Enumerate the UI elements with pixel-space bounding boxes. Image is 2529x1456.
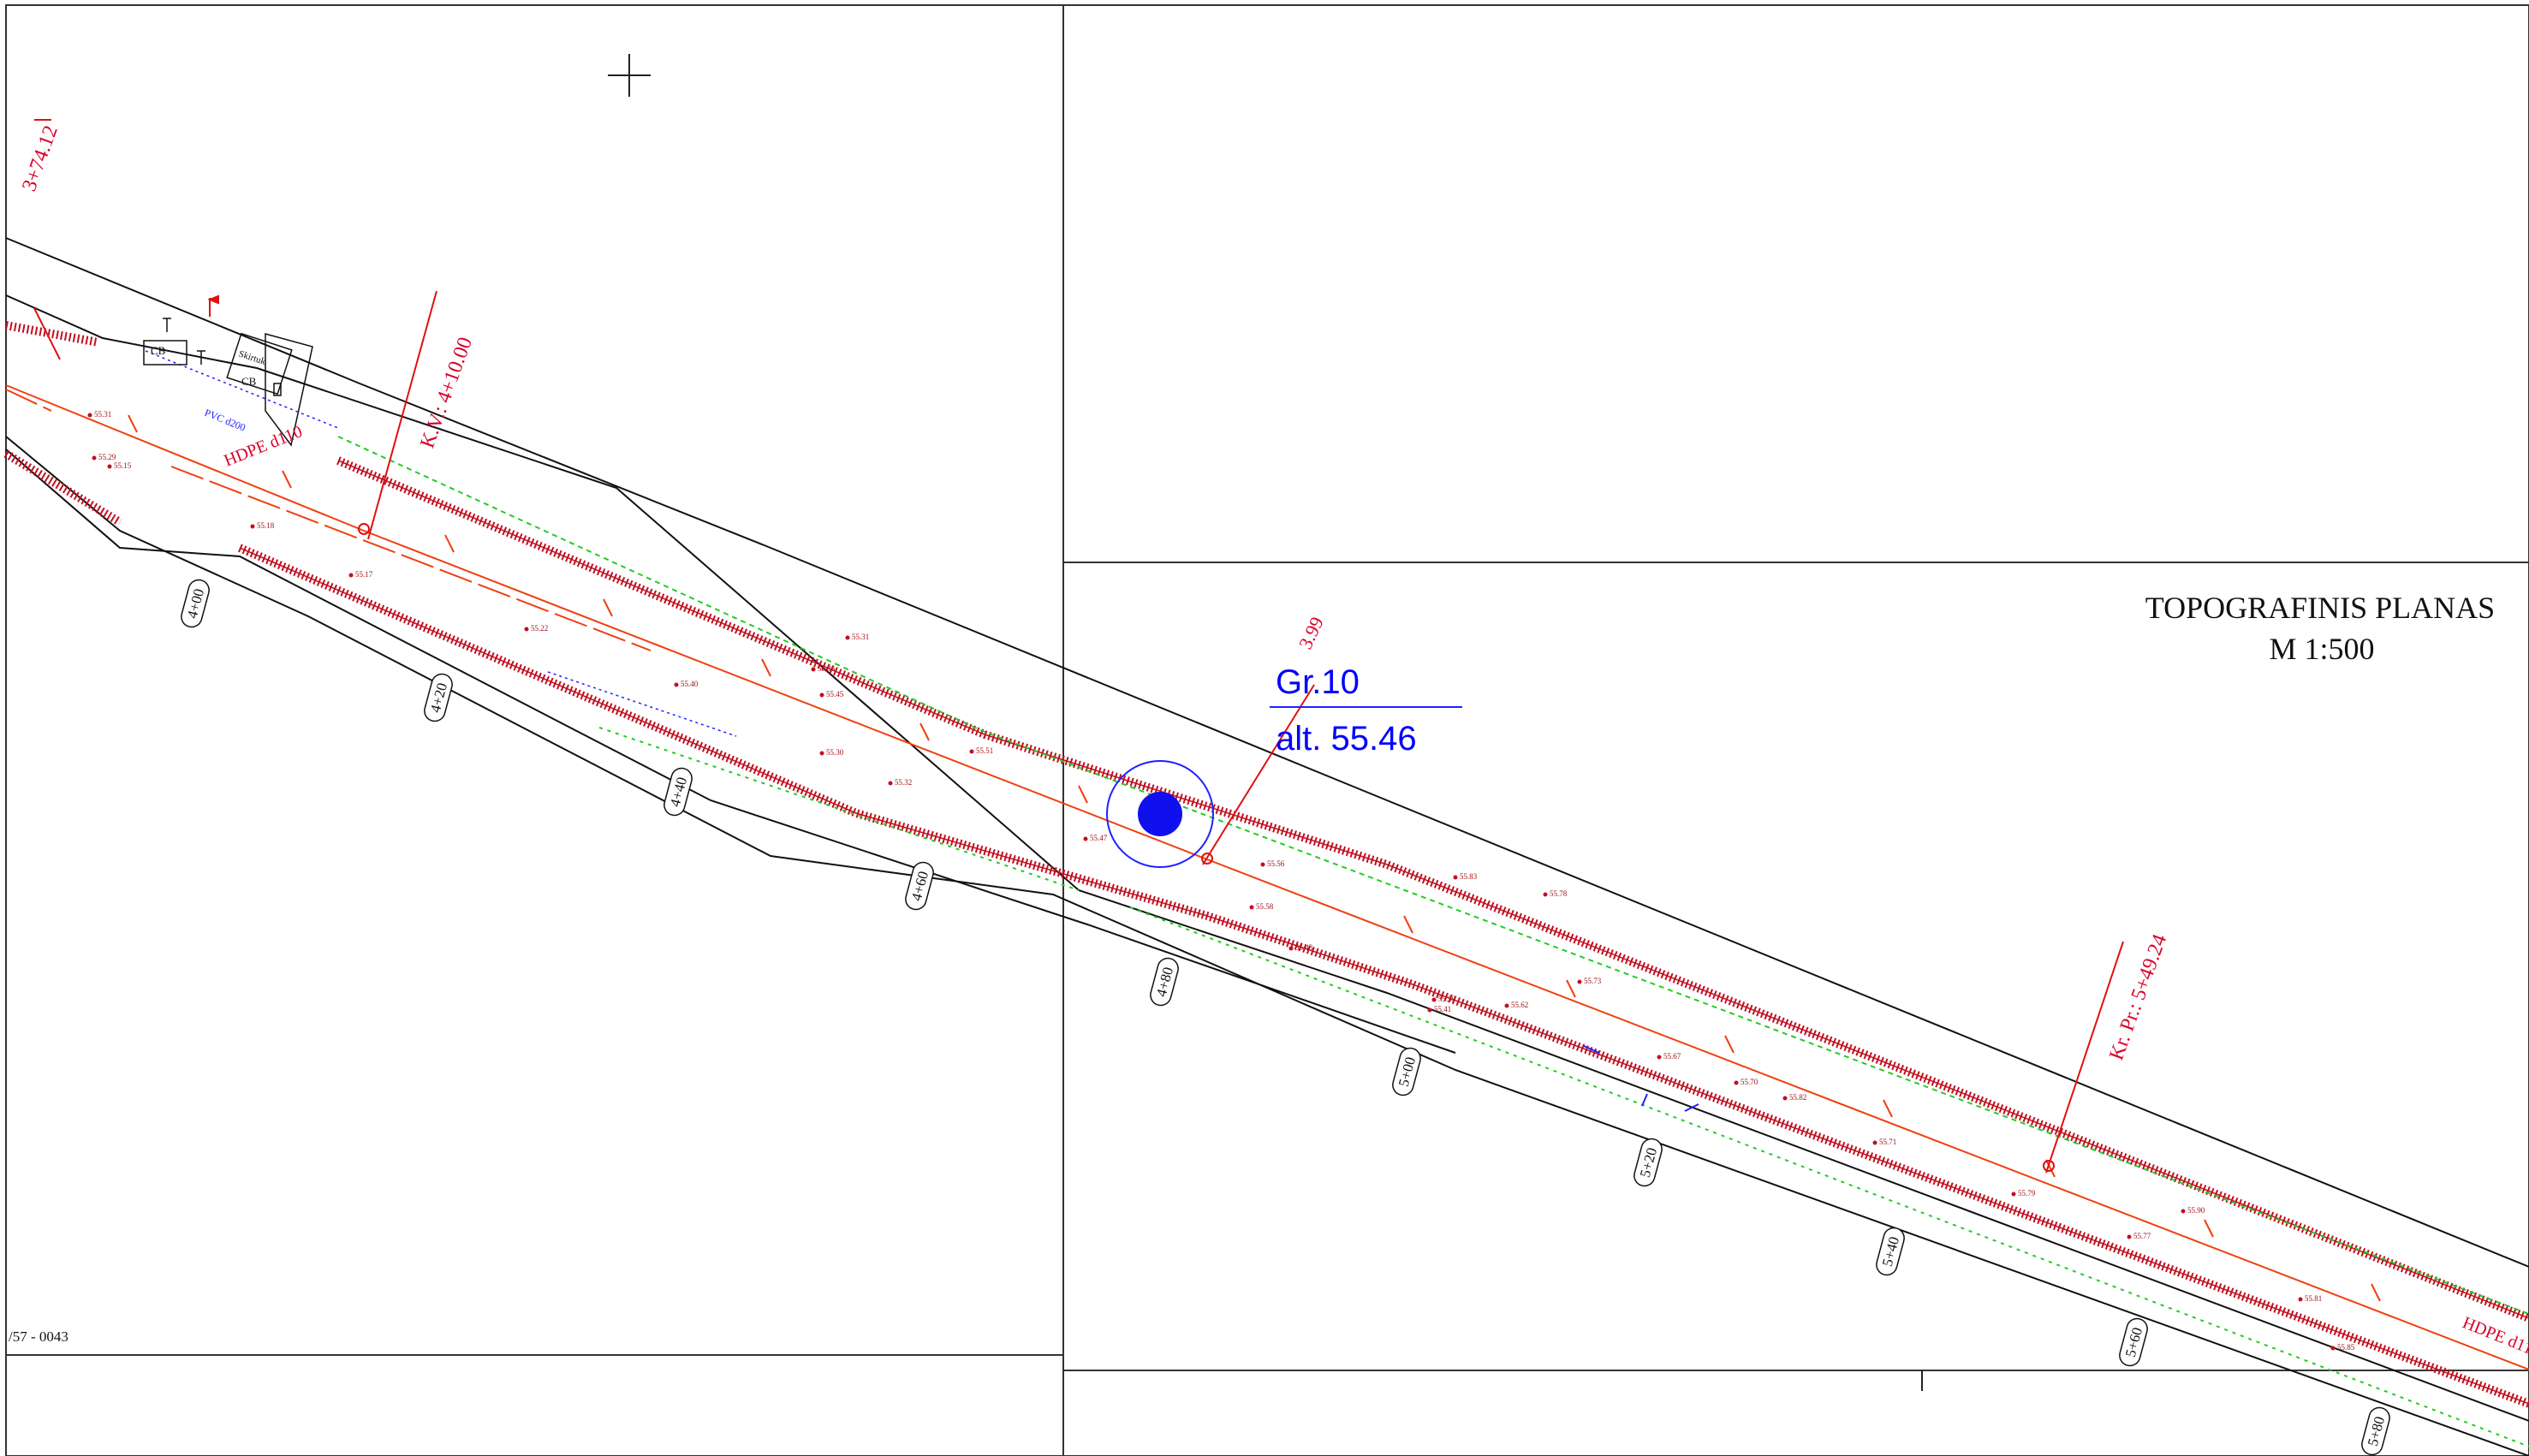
- elevation-label: 55.39: [1438, 995, 1456, 1003]
- elevation-label: 55.90: [2187, 1206, 2205, 1215]
- elevation-label: 55.79: [2018, 1189, 2036, 1197]
- elevation-label: 55.51: [976, 746, 993, 755]
- elevation-label: 55.31: [852, 633, 869, 641]
- elevation-label: 55.17: [355, 570, 373, 579]
- station-marker: 5+80: [2361, 1406, 2390, 1456]
- elevation-label: 55.15: [114, 461, 132, 470]
- detail-marks: [1583, 1045, 1699, 1112]
- borehole-dot: [1138, 792, 1182, 836]
- elevation-label: 55.82: [1789, 1093, 1806, 1102]
- elevation-label: 55.47: [1090, 834, 1108, 842]
- elevation-label: 55.41: [1434, 1005, 1451, 1013]
- elevation-label: 55.18: [257, 521, 275, 530]
- elevation-label: 55.67: [1663, 1052, 1681, 1061]
- borehole-ring: [1106, 760, 1214, 868]
- drawing-code: /57 - 0043: [9, 1328, 68, 1345]
- elevation-label: 55.62: [1511, 1001, 1528, 1009]
- station-marker: 5+20: [1633, 1138, 1663, 1187]
- sheet-scale: M 1:500: [2269, 632, 2374, 666]
- elevation-label: 55.29: [98, 453, 116, 461]
- control-line-borehole: [1202, 684, 1315, 865]
- control-line-4-10: [367, 290, 437, 540]
- elevation-label: 55.22: [531, 624, 548, 633]
- elevation-label: 55.83: [1460, 872, 1478, 881]
- elevation-label: 55.31: [94, 410, 111, 419]
- elevation-points: 55.31 55.29 55.15 55.18 55.17 55.22 55.4…: [87, 410, 2355, 1352]
- borehole-altitude: alt. 55.46: [1276, 720, 1417, 758]
- small-structures: [143, 318, 313, 447]
- utility-lines: [145, 350, 2529, 1447]
- station-marker: 4+40: [663, 767, 693, 817]
- station-marker: 4+00: [181, 579, 210, 628]
- pipe-label-hdpe-right: HDPE d110: [2460, 1313, 2529, 1362]
- borehole-partial-label: 3.99: [1294, 614, 1328, 652]
- station-marker: 5+60: [2119, 1317, 2148, 1367]
- elevation-label: 55.45: [826, 690, 844, 698]
- elevation-label: 55.58: [1256, 902, 1274, 911]
- station-marker: 5+40: [1876, 1227, 1905, 1276]
- control-label-5-49: Kr. Pr.: 5+49.24: [2105, 931, 2171, 1063]
- elevation-label: 55.56: [1267, 859, 1285, 868]
- elevation-label: 55.77: [2133, 1232, 2151, 1240]
- station-marker: 4+80: [1150, 957, 1179, 1007]
- station-marker: 4+20: [424, 673, 453, 722]
- pipe-label-pvc: PVC d200: [203, 407, 247, 434]
- elevation-label: 55.36: [818, 664, 836, 673]
- elevation-label: 55.43: [1295, 943, 1313, 952]
- elevation-label: 55.40: [681, 680, 699, 688]
- elevation-label: 55.85: [2337, 1343, 2355, 1352]
- control-line-5-49: [2045, 941, 2124, 1174]
- outer-border: [5, 4, 2529, 1456]
- elevation-label: 55.71: [1879, 1138, 1896, 1146]
- control-label-4-10: K.V.: 4+10.00: [416, 335, 477, 451]
- elevation-label: 55.81: [2305, 1294, 2322, 1303]
- elevation-label: 55.32: [895, 778, 912, 787]
- sheet-frame: [5, 4, 2529, 1456]
- station-marker: 5+00: [1392, 1047, 1421, 1096]
- station-markers: 4+00 4+20 4+40 4+60 4+80 5+00 5+20 5+40: [181, 579, 2390, 1456]
- structure-label-cb2: CB: [241, 375, 257, 388]
- elevation-label: 55.70: [1741, 1078, 1758, 1086]
- borehole-gr10: Gr.10 alt. 55.46 3.99: [1106, 614, 1462, 868]
- control-label-3-74: 3+74.12: [18, 122, 62, 194]
- hatched-utility-bands: [3, 321, 2529, 1408]
- registration-cross: [608, 54, 1923, 1391]
- elevation-label: 55.73: [1584, 977, 1602, 985]
- borehole-id: Gr.10: [1276, 663, 1360, 701]
- structure-label-cb1: CB: [151, 344, 166, 357]
- station-marker: 4+60: [905, 861, 934, 911]
- elevation-label: 55.78: [1550, 889, 1568, 898]
- road-corridor: [5, 237, 2529, 1456]
- control-lines: [33, 119, 2124, 1174]
- elevation-label: 55.30: [826, 748, 844, 757]
- sheet-title: TOPOGRAFINIS PLANAS: [2145, 591, 2495, 625]
- centerline: [5, 384, 2529, 1370]
